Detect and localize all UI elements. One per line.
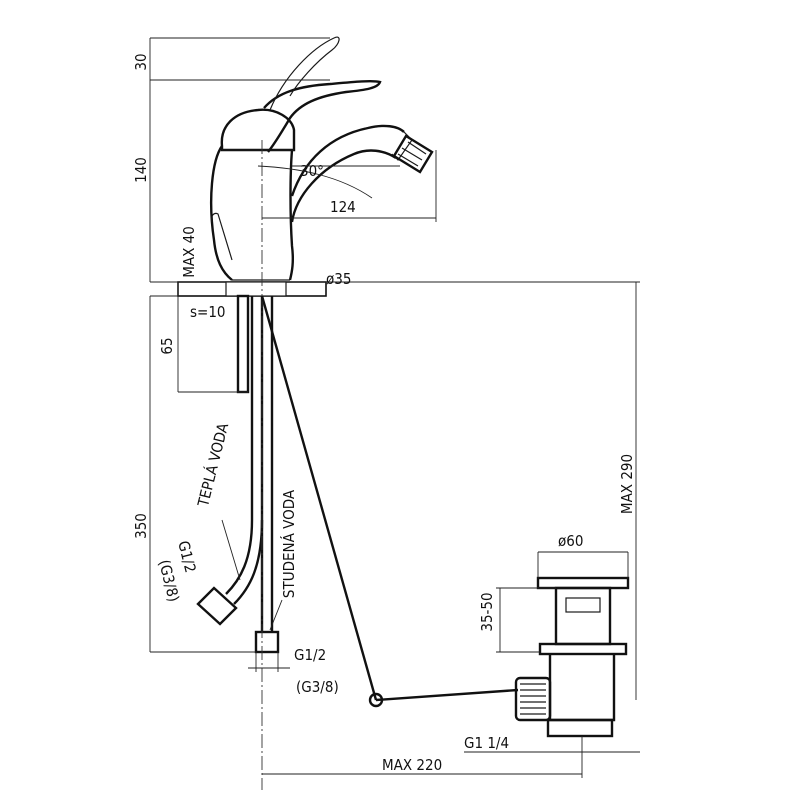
dim-max-depth: MAX 290 — [618, 454, 636, 514]
aerator — [392, 134, 434, 174]
cold-water-leader — [269, 599, 283, 631]
label-hose-thread-right: G1/2 — [294, 646, 326, 664]
dim-body-height: 140 — [132, 157, 150, 183]
dim-mount-diameter: ø35 — [326, 270, 351, 288]
dim-max-reach: MAX 220 — [382, 756, 442, 774]
dimension-lines — [149, 37, 640, 778]
label-warm-water: TEPLÁ VODA — [193, 420, 232, 509]
dim-max-deck: MAX 40 — [180, 226, 198, 278]
lever-handle — [263, 36, 382, 153]
deck-plate — [177, 281, 327, 297]
dim-waste-height: 35-50 — [478, 592, 496, 631]
warm-water-leader — [221, 519, 241, 581]
waste-valve — [514, 576, 630, 738]
label-cold-water: STUDENÁ VODA — [279, 489, 298, 598]
label-hose-thread-right-alt: (G3/8) — [296, 678, 339, 696]
warm-water-hose — [196, 296, 264, 626]
dimension-labels: 30 140 30° 124 MAX 40 ø35 s=10 65 350 MA… — [132, 53, 636, 774]
label-hose-thread-left-alt: (G3/8) — [155, 558, 183, 604]
dim-waste-diameter: ø60 — [558, 532, 583, 550]
dim-shank-wall: s=10 — [190, 303, 226, 321]
dim-spout-reach: 124 — [330, 198, 356, 216]
dim-waste-thread: G1 1/4 — [464, 734, 509, 752]
label-hose-thread-left: G1/2 — [174, 539, 199, 575]
dim-handle-angle: 30° — [300, 162, 324, 180]
dim-hose-length: 350 — [132, 513, 150, 539]
dim-shank-length: 65 — [158, 337, 176, 354]
dim-handle-lift: 30 — [132, 53, 150, 70]
shank — [236, 294, 250, 394]
knurled-nut — [514, 676, 552, 722]
faucet-body — [209, 36, 434, 281]
cold-water-hose — [254, 296, 280, 654]
popup-rod — [260, 295, 519, 708]
